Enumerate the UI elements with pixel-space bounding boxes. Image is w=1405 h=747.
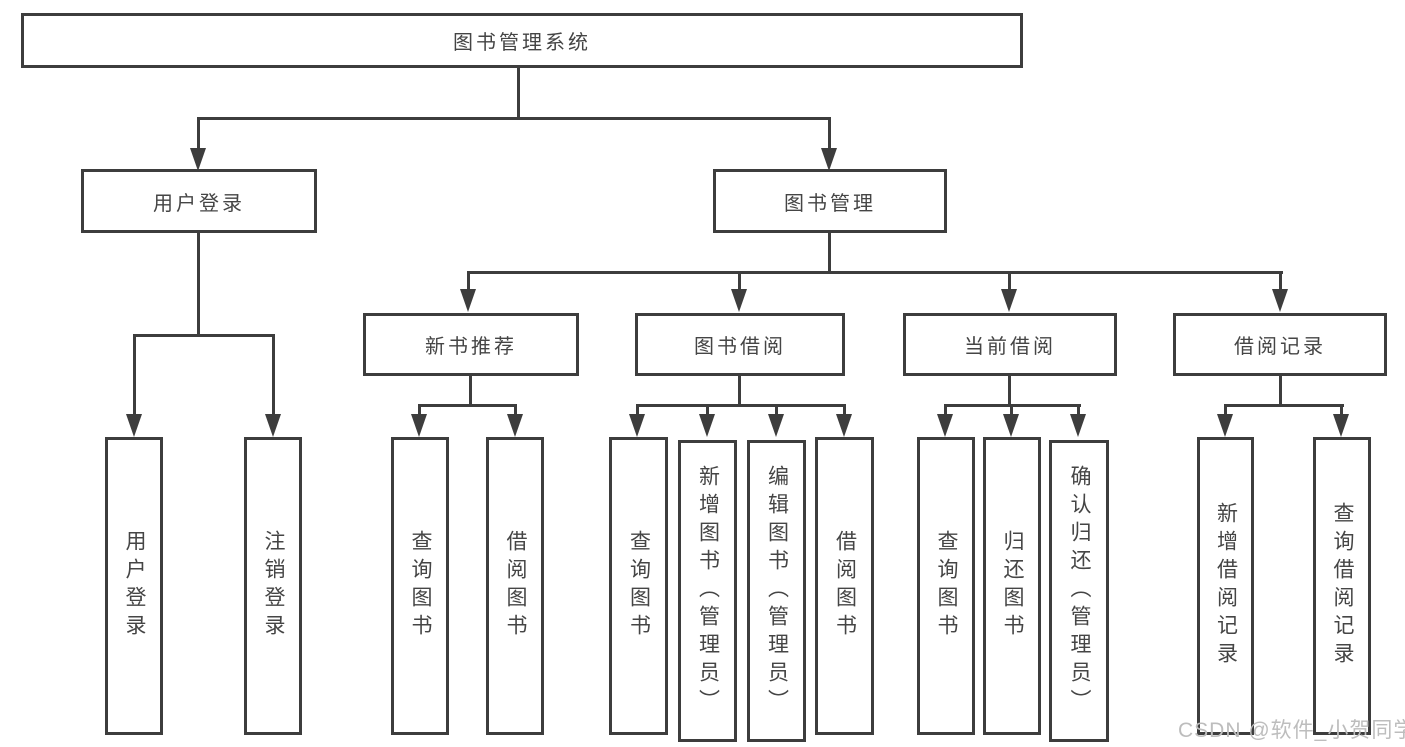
connector-line: [418, 404, 421, 416]
arrow-down-icon: [190, 148, 206, 171]
node-new-book-recommend: 新书推荐: [363, 313, 579, 376]
leaf-records-query-record: 查询借阅记录: [1313, 437, 1371, 735]
csdn-watermark: CSDN @软件_小贺同学: [1178, 719, 1405, 742]
connector-line: [514, 404, 517, 416]
connector-line: [197, 117, 831, 120]
leaf-records-add-record: 新增借阅记录: [1197, 437, 1254, 735]
connector-line: [944, 404, 947, 416]
leaf-user-login: 用户登录: [105, 437, 163, 735]
connector-line: [197, 233, 200, 337]
connector-line: [197, 117, 200, 151]
connector-line: [828, 233, 831, 274]
connector-line: [1008, 376, 1011, 407]
connector-line: [706, 404, 709, 416]
arrow-down-icon: [768, 414, 784, 437]
leaf-borrowing-borrow-books: 借阅图书: [815, 437, 874, 735]
arrow-down-icon: [265, 414, 281, 437]
arrow-down-icon: [1217, 414, 1233, 437]
connector-line: [1077, 404, 1080, 416]
connector-line: [1010, 404, 1013, 416]
connector-line: [469, 376, 472, 407]
arrow-down-icon: [411, 414, 427, 437]
leaf-borrowing-query-books: 查询图书: [609, 437, 668, 735]
connector-line: [1340, 404, 1343, 416]
leaf-current-confirm-return-admin: 确认归还（管理员）: [1049, 440, 1109, 742]
node-user-login: 用户登录: [81, 169, 317, 233]
node-borrowing-records: 借阅记录: [1173, 313, 1387, 376]
leaf-recommend-query-books: 查询图书: [391, 437, 449, 735]
arrow-down-icon: [821, 148, 837, 171]
connector-line: [636, 404, 639, 416]
connector-line: [133, 334, 275, 337]
connector-line: [1008, 271, 1011, 291]
leaf-current-query-books: 查询图书: [917, 437, 975, 735]
arrow-down-icon: [937, 414, 953, 437]
arrow-down-icon: [629, 414, 645, 437]
connector-line: [1279, 271, 1282, 291]
node-current-borrowing: 当前借阅: [903, 313, 1117, 376]
arrow-down-icon: [126, 414, 142, 437]
leaf-current-return-books: 归还图书: [983, 437, 1041, 735]
node-library-management-system: 图书管理系统: [21, 13, 1023, 68]
node-book-management: 图书管理: [713, 169, 947, 233]
leaf-recommend-borrow-books: 借阅图书: [486, 437, 544, 735]
connector-line: [467, 271, 470, 291]
leaf-borrowing-edit-books-admin: 编辑图书（管理员）: [747, 440, 806, 742]
connector-line: [517, 68, 520, 117]
connector-line: [272, 334, 275, 416]
arrow-down-icon: [836, 414, 852, 437]
arrow-down-icon: [1003, 414, 1019, 437]
connector-line: [1279, 376, 1282, 407]
connector-line: [636, 404, 846, 407]
connector-line: [133, 334, 136, 416]
connector-line: [775, 404, 778, 416]
connector-line: [828, 117, 831, 151]
arrow-down-icon: [1333, 414, 1349, 437]
connector-line: [1224, 404, 1227, 416]
arrow-down-icon: [507, 414, 523, 437]
arrow-down-icon: [1070, 414, 1086, 437]
arrow-down-icon: [1272, 289, 1288, 312]
arrow-down-icon: [699, 414, 715, 437]
arrow-down-icon: [731, 289, 747, 312]
leaf-logout: 注销登录: [244, 437, 302, 735]
connector-line: [738, 376, 741, 407]
connector-line: [1224, 404, 1344, 407]
arrow-down-icon: [460, 289, 476, 312]
connector-line: [418, 404, 517, 407]
connector-line: [843, 404, 846, 416]
connector-line: [467, 271, 1283, 274]
arrow-down-icon: [1001, 289, 1017, 312]
leaf-borrowing-add-books-admin: 新增图书（管理员）: [678, 440, 737, 742]
connector-line: [738, 271, 741, 291]
node-book-borrowing: 图书借阅: [635, 313, 845, 376]
